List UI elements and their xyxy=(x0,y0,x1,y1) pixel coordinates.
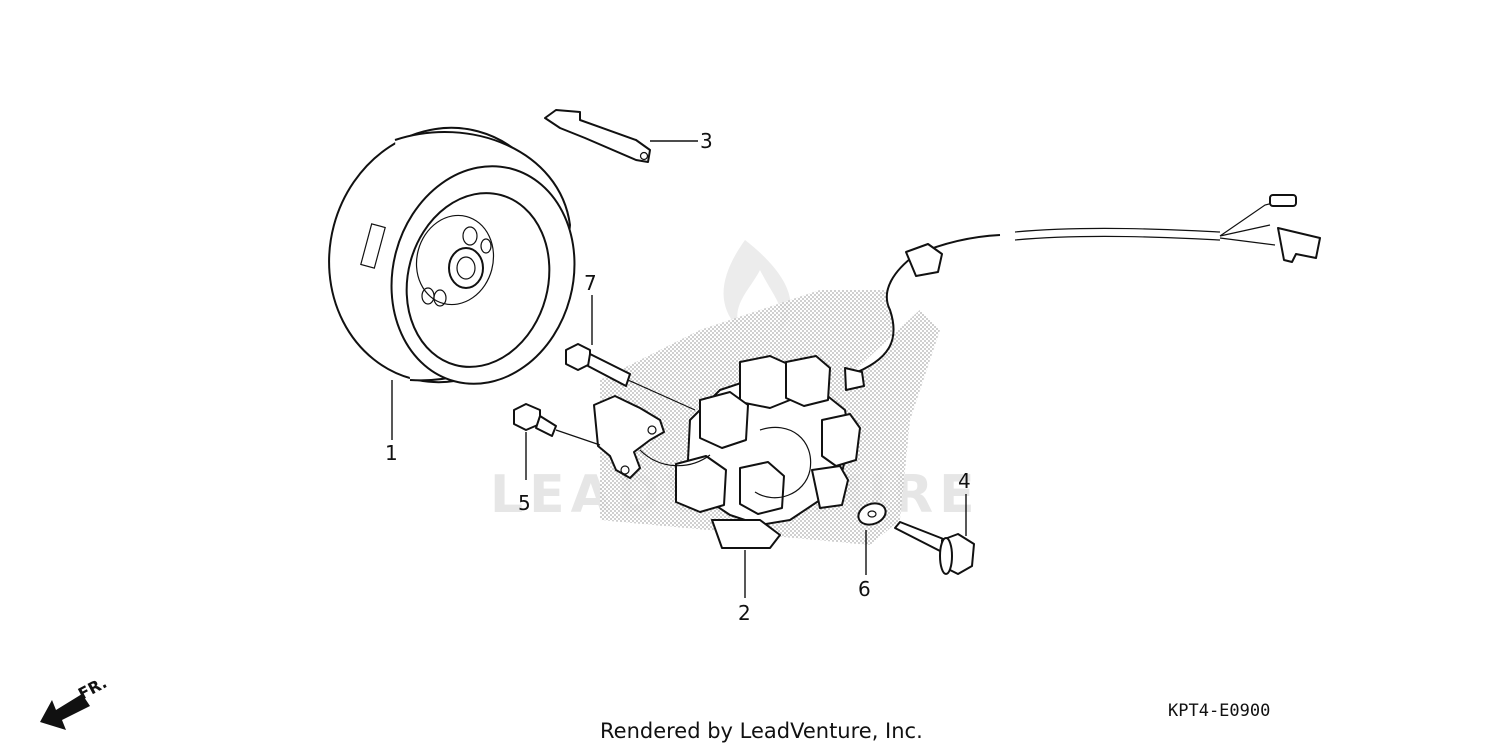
credit-text: Rendered by LeadVenture, Inc. xyxy=(600,719,923,743)
stator-part[interactable] xyxy=(593,355,865,549)
wire-harness xyxy=(849,194,1321,376)
flywheel-part[interactable] xyxy=(301,102,599,409)
bolt-7-part[interactable] xyxy=(565,343,631,387)
callout-6: 6 xyxy=(858,577,871,601)
bolt-4-part[interactable] xyxy=(894,521,975,575)
diagram-code: KPT4-E0900 xyxy=(1168,701,1270,721)
callout-1: 1 xyxy=(385,441,398,465)
callout-4: 4 xyxy=(958,469,971,493)
callout-3: 3 xyxy=(700,129,713,153)
bolt-5-part[interactable] xyxy=(513,403,557,437)
washer-6-part[interactable] xyxy=(855,500,888,528)
callout-2: 2 xyxy=(738,601,751,625)
callout-5: 5 xyxy=(518,491,531,515)
front-direction-indicator: FR. xyxy=(40,673,110,730)
clamp-part[interactable] xyxy=(544,109,651,163)
callout-7: 7 xyxy=(584,271,597,295)
